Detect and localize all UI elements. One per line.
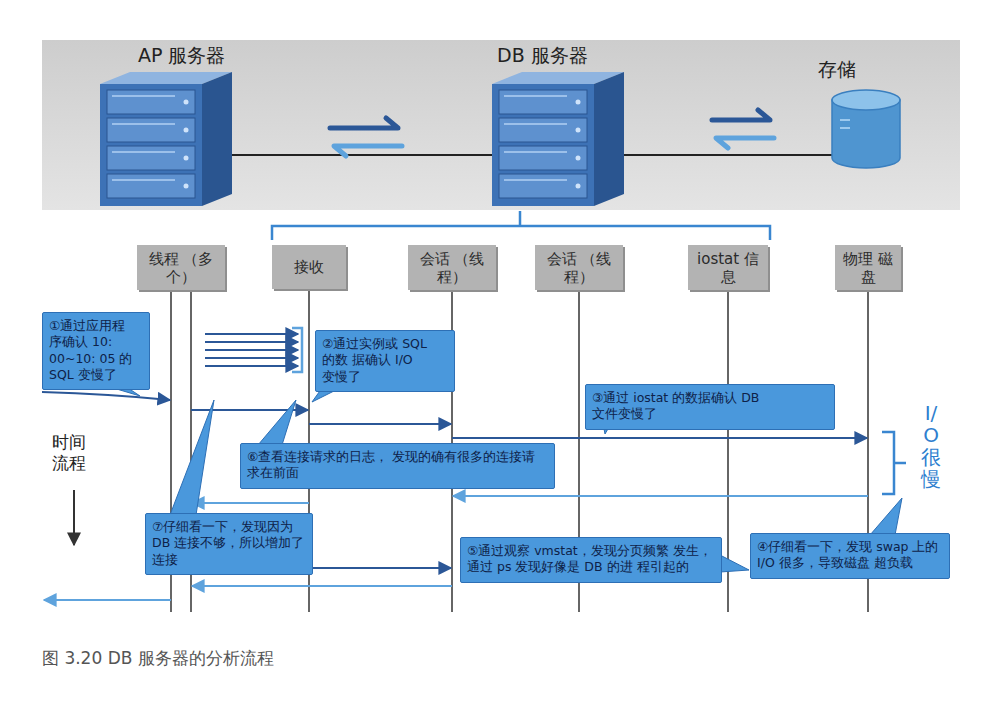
- lifeline-header: 会话 （线程）: [408, 245, 496, 290]
- message-arrow: [192, 502, 309, 504]
- message-arrow: [452, 437, 867, 439]
- lifeline: [451, 270, 453, 612]
- message-arrow: [453, 495, 868, 497]
- db-bracket: [272, 211, 770, 240]
- server-panel: [42, 40, 960, 210]
- callout-text: ②通过实例或 SQL 的数 据确认 I/O 变慢了: [322, 336, 448, 385]
- callout-text: ⑥查看连接请求的日志， 发现的确有很多的连接请 求在前面: [247, 449, 548, 482]
- callout-tail: [870, 498, 902, 535]
- callout-text: ①通过应用程 序确认 10: 00~10: 05 的 SQL 变慢了: [49, 318, 143, 383]
- callout-box: ②通过实例或 SQL 的数 据确认 I/O 变慢了: [315, 330, 455, 392]
- bracket: [292, 328, 302, 372]
- message-arrow: [205, 357, 298, 359]
- lifeline-header: iostat 信息: [688, 245, 768, 290]
- callout-box: ③通过 iostat 的数据确认 DB 文件变慢了: [585, 384, 835, 430]
- callout-box: ①通过应用程 序确认 10: 00~10: 05 的 SQL 变慢了: [42, 312, 150, 390]
- callout-tail: [720, 555, 749, 572]
- figure-caption: 图 3.20 DB 服务器的分析流程: [42, 648, 274, 669]
- server-icon: [492, 72, 624, 206]
- callout-box: ⑦仔细看一下，发现因为 DB 连接不够，所以增加了 连接: [145, 513, 313, 575]
- server-panel: [42, 40, 960, 210]
- message-arrow: [192, 585, 452, 587]
- message-arrow: [309, 423, 451, 425]
- header-text: 线程 （多个）: [141, 250, 221, 286]
- server-icon: [100, 72, 232, 206]
- message-arrow: [42, 392, 170, 400]
- message-arrow: [42, 334, 868, 600]
- message-arrow: [205, 333, 298, 335]
- transfer-arrows: [716, 138, 774, 148]
- callout-tail: [258, 400, 296, 445]
- transfer-arrows: [334, 146, 402, 156]
- message-arrow: [44, 599, 171, 601]
- callout-box: ⑤通过观察 vmstat，发现分页频繁 发生，通过 ps 发现好像是 DB 的进…: [460, 537, 722, 583]
- lifeline-header: 会话 （线程）: [535, 245, 623, 290]
- storage-icon: [832, 90, 900, 110]
- header-text: 物理 磁盘: [839, 250, 897, 286]
- transfer-arrows: [712, 110, 770, 120]
- lifeline-header: 线程 （多个）: [137, 245, 225, 290]
- server-label: AP 服务器: [138, 44, 226, 68]
- callout-box: ⑥查看连接请求的日志， 发现的确有很多的连接请 求在前面: [240, 443, 555, 489]
- header-text: 会话 （线程）: [539, 250, 619, 286]
- message-arrow: [205, 365, 298, 367]
- time-label: 时间 流程: [52, 432, 96, 475]
- storage-label: 存储: [818, 58, 856, 82]
- callout-text: ④仔细看一下，发现 swap 上的 I/O 很多，导致磁盘 超负载: [757, 539, 943, 572]
- lifeline-header: 物理 磁盘: [835, 245, 901, 290]
- callout-text: ③通过 iostat 的数据确认 DB 文件变慢了: [592, 390, 828, 423]
- callout-text: ⑦仔细看一下，发现因为 DB 连接不够，所以增加了 连接: [152, 519, 306, 568]
- header-text: iostat 信息: [692, 250, 764, 286]
- message-arrow: [205, 341, 298, 343]
- server-label: DB 服务器: [497, 44, 588, 68]
- header-text: 会话 （线程）: [412, 250, 492, 286]
- storage-icon: [840, 120, 850, 128]
- bracket: [882, 432, 906, 494]
- db-bracket: [272, 211, 770, 240]
- message-arrow: [205, 349, 298, 351]
- io-slow-label: I/O很慢: [921, 402, 941, 490]
- transfer-arrows: [330, 110, 774, 156]
- transfer-arrows: [330, 118, 398, 128]
- callout-tail: [170, 400, 214, 515]
- storage-icon: [832, 90, 900, 168]
- message-arrow: [73, 490, 75, 545]
- header-text: 接收: [294, 258, 324, 276]
- lifeline-header: 接收: [272, 245, 346, 289]
- server-icon: [100, 72, 624, 206]
- callout-box: ④仔细看一下，发现 swap 上的 I/O 很多，导致磁盘 超负载: [750, 533, 950, 579]
- callout-text: ⑤通过观察 vmstat，发现分页频繁 发生，通过 ps 发现好像是 DB 的进…: [467, 543, 715, 576]
